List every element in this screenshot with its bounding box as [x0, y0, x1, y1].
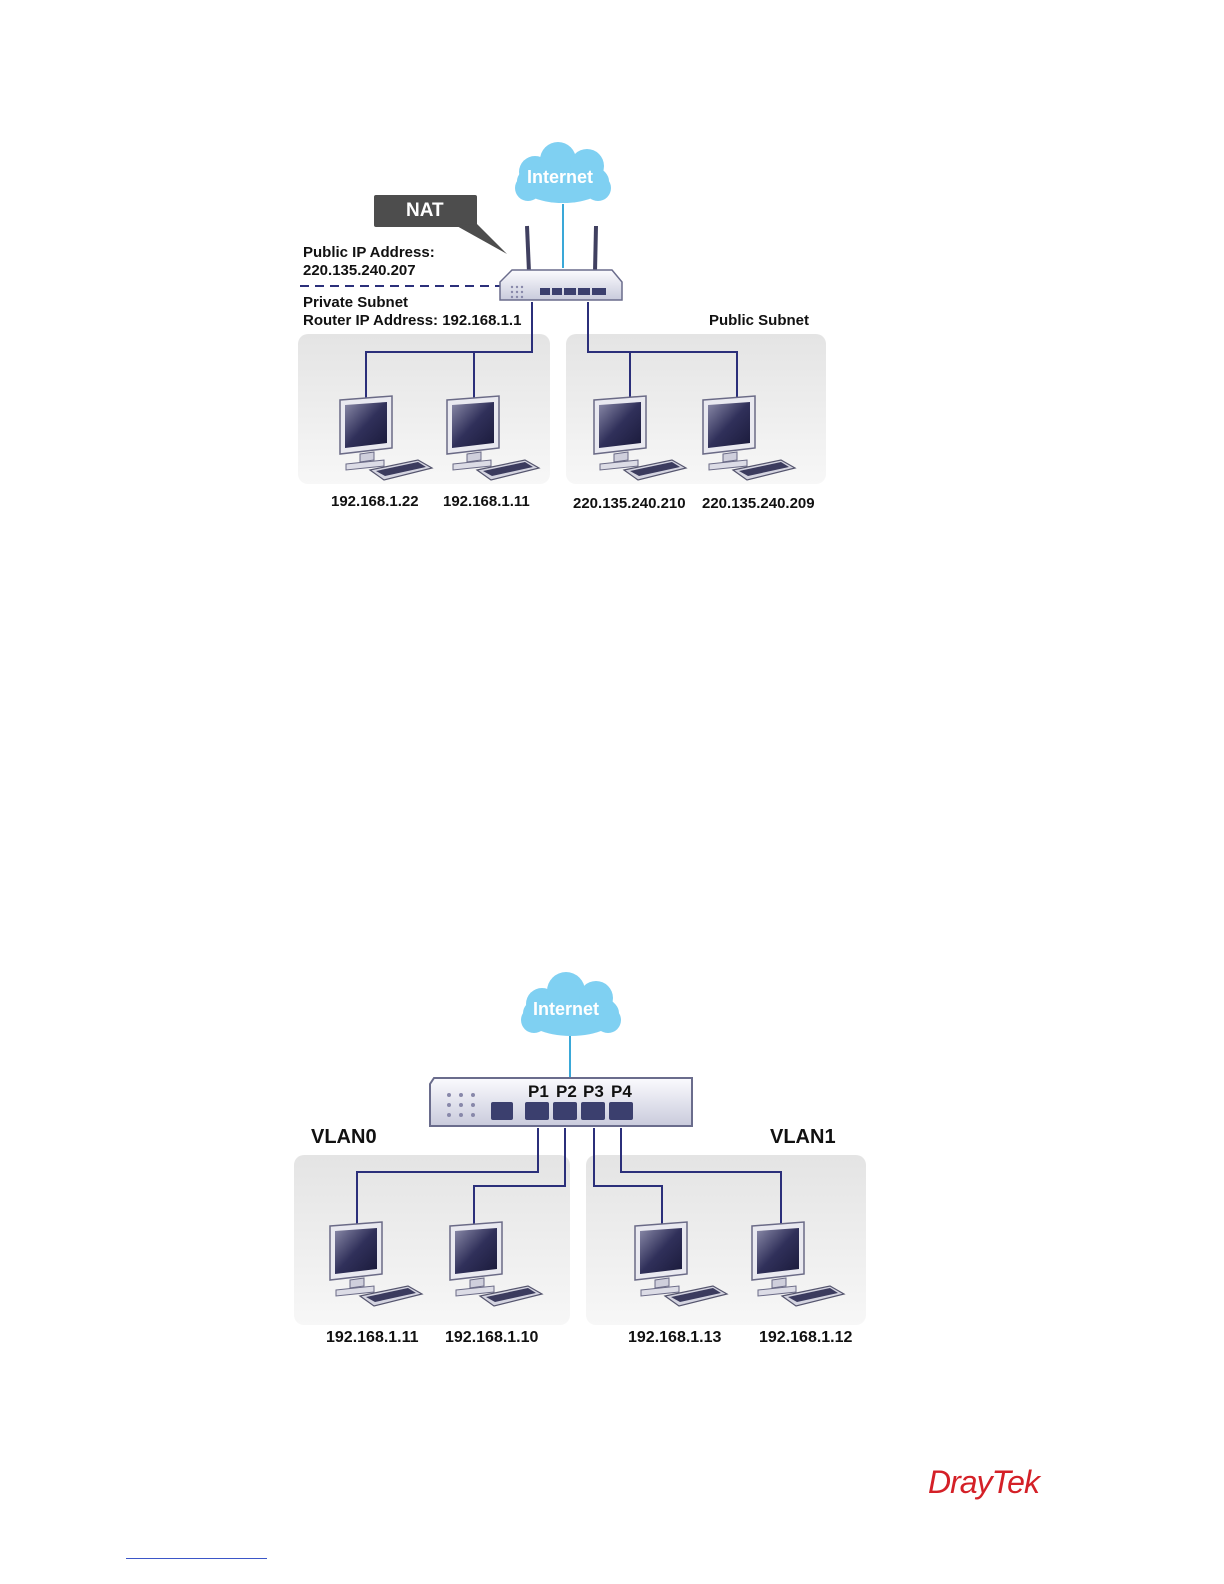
- internet-label: Internet: [533, 1000, 599, 1018]
- host-ip-label: 192.168.1.10: [445, 1330, 538, 1346]
- footer-rule: [126, 1558, 267, 1559]
- host-ip-label: 220.135.240.209: [702, 496, 815, 511]
- host-ip-label: 192.168.1.13: [628, 1330, 721, 1346]
- public-ip-value: 220.135.240.207: [303, 263, 416, 278]
- port-label: P2: [556, 1083, 577, 1100]
- internet-label: Internet: [527, 168, 593, 186]
- router-ip-label: Router IP Address: 192.168.1.1: [303, 313, 521, 328]
- port-label: P4: [611, 1083, 632, 1100]
- host-ip-label: 220.135.240.210: [573, 496, 686, 511]
- vlan0-label: VLAN0: [311, 1127, 377, 1147]
- public-ip-label: Public IP Address:: [303, 245, 435, 260]
- private-subnet-label: Private Subnet: [303, 295, 408, 310]
- host-ip-label: 192.168.1.12: [759, 1330, 852, 1346]
- diagram2: [294, 972, 866, 1325]
- public-subnet-label: Public Subnet: [709, 313, 809, 328]
- vlan1-label: VLAN1: [770, 1127, 836, 1147]
- router-icon: [500, 226, 622, 300]
- host-ip-label: 192.168.1.22: [331, 494, 419, 509]
- port-label: P3: [583, 1083, 604, 1100]
- private-zone: [298, 334, 550, 484]
- nat-label: NAT: [406, 201, 444, 220]
- host-ip-label: 192.168.1.11: [443, 494, 530, 509]
- draytek-logo: DrayTek: [928, 1466, 1039, 1498]
- port-label: P1: [528, 1083, 549, 1100]
- host-ip-label: 192.168.1.11: [326, 1330, 419, 1346]
